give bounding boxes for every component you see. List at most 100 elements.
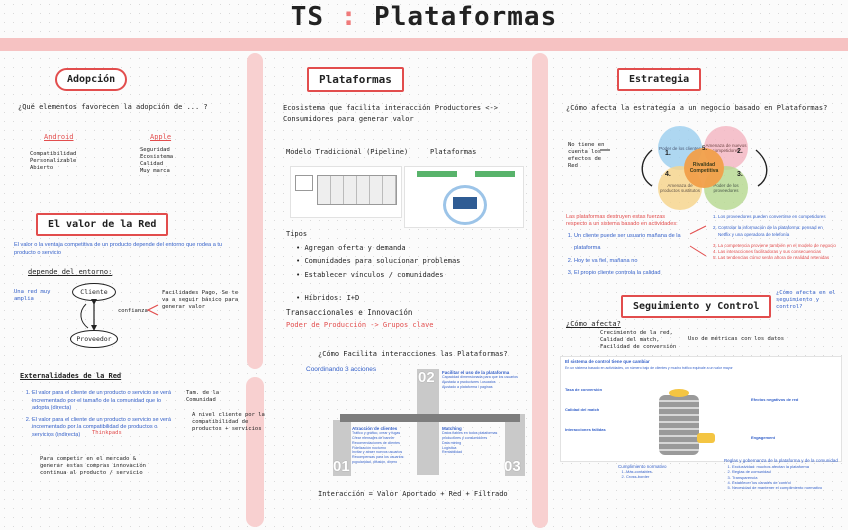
matching-block: Matching Datos fiables en todos platafor… xyxy=(442,426,504,455)
seguimiento-side-note: ¿Cómo afecta en el seguimiento y control… xyxy=(776,290,836,311)
list-item: Las tendencias cómo serán ahora de reali… xyxy=(718,255,836,261)
list-item: Invitar y atraer nuevos usuarios xyxy=(352,450,403,455)
list-item: Compatibilidad xyxy=(30,151,77,157)
list-item: Un cliente puede ser usuario mañana de l… xyxy=(574,230,686,255)
list-item: Logística xyxy=(442,445,457,450)
list-item: Muy marca xyxy=(140,168,170,175)
list-item: Reglas de comunidad xyxy=(732,469,842,474)
gobernanza-block: Reglas y gobernanza de la plataforma y d… xyxy=(724,458,842,491)
seguimiento-question: ¿Cómo afecta? xyxy=(566,320,621,328)
platform-ring xyxy=(443,185,487,225)
pillar-left xyxy=(333,420,351,476)
control-sub: En un sistema basado en actividades, un … xyxy=(565,366,733,370)
list-item: Los proveedores pueden convertirse en co… xyxy=(718,214,836,220)
list-item: Más contables xyxy=(626,469,708,474)
control-right-2: Engagement xyxy=(751,435,776,440)
list-item: Establecer los canales de control xyxy=(732,480,842,485)
heading-estrategia: Estrategia xyxy=(617,68,702,91)
gobernanza-title: Reglas y gobernanza de la plataforma y d… xyxy=(724,458,838,463)
list-item: • Agregan oferta y demanda xyxy=(296,244,406,252)
control-title: El sistema de control tiene que cambiar xyxy=(565,359,650,364)
externalidades-note2: A nivel cliente por la compatibilidad de… xyxy=(192,412,265,433)
list-item: Hoy te va fiel, mañana no xyxy=(574,255,686,267)
num-01: 01 xyxy=(333,458,350,475)
apple-block: Apple Seguridad Ecosistema Calidad Muy m… xyxy=(140,133,230,176)
platform-bar-right xyxy=(475,171,515,177)
list-item: • Establecer vínculos / comunidades xyxy=(296,270,444,279)
facilitar-block: Facilitar el uso de la plataforma Capaci… xyxy=(442,370,522,390)
apple-list: Seguridad Ecosistema Calidad Muy marca xyxy=(140,147,230,176)
plataformas-sub-label: Plataformas xyxy=(430,148,477,156)
list-item: Necesidad de mantener el cumplimiento no… xyxy=(732,485,842,490)
control-left-1: Tasa de conversión xyxy=(565,387,603,392)
list-item: • Comunidades para solucionar problemas xyxy=(296,257,461,266)
crossbar xyxy=(340,414,520,422)
pipeline-left-block xyxy=(295,175,313,191)
num-03: 03 xyxy=(504,458,521,475)
list-item: Recomendaciones de clientes xyxy=(352,440,400,445)
atraccion-block: Atracción de clientes Tráfico y gráfico,… xyxy=(352,426,418,465)
divider-bar-left-lower xyxy=(246,377,264,527)
list-item: Transparencia xyxy=(732,475,842,480)
heading-externalidades: Externalidades de la Red xyxy=(20,372,122,380)
coin-top xyxy=(669,389,689,397)
plataformas-desc: Ecosistema que facilita interacción Prod… xyxy=(283,104,498,123)
matching-list: Datos fiables en todos plataformas produ… xyxy=(442,431,504,455)
estrategia-side-note: No tiene en cuenta los efectos de Red xyxy=(568,142,605,170)
android-block: Android Compatibilidad Personalizable Ab… xyxy=(30,133,120,172)
control-left-3: Interacciones fallidas xyxy=(565,427,606,432)
list-item: Rentabilidad xyxy=(442,450,462,455)
cumplimiento-list: Más contables Cross-border xyxy=(618,469,708,480)
list-item: El propio cliente controla la calidad xyxy=(574,267,686,279)
divider-bar-left xyxy=(247,53,263,369)
seguimiento-note1: Crecimiento de la red, Calidad del match… xyxy=(600,330,677,351)
list-item: Data mining xyxy=(442,440,462,445)
platform-bar-left xyxy=(417,171,457,177)
pipeline-grid xyxy=(317,175,397,205)
depende-label: depende del entorno: xyxy=(28,268,113,276)
coordinando-label: Coordinando 3 acciones xyxy=(306,366,377,373)
list-item: Controlar la información de la plataform… xyxy=(718,225,836,238)
heading-valor-red: El valor de la Red xyxy=(36,213,169,236)
facilitar-list: Capacidad dimensionada para que los usua… xyxy=(442,375,522,390)
coin-accent xyxy=(697,433,715,443)
externalidades-bottom-note: Para competir en el mercado & generar es… xyxy=(40,456,146,477)
list-item: Datos fiables en todos plataformas produ… xyxy=(442,431,498,440)
gobernanza-list: Exclusividad: muchos afectan la platafor… xyxy=(724,464,842,491)
adopcion-question: ¿Qué elementos favorecen la adopción de … xyxy=(18,103,208,111)
list-item: El valor para el cliente de un producto … xyxy=(32,417,179,440)
externalidades-note1: Tam. de la Comunidad xyxy=(186,390,220,404)
heading-plataformas: Plataformas xyxy=(307,67,404,92)
plataformas-question: ¿Cómo Facilita interacciones las Platafo… xyxy=(318,350,508,358)
coin-stack xyxy=(659,395,699,455)
platform-core xyxy=(453,197,477,209)
list-item: Cross-border xyxy=(626,474,708,479)
heading-seguimiento: Seguimiento y Control xyxy=(621,295,772,318)
list-item: Ecosistema xyxy=(140,154,174,161)
num-02: 02 xyxy=(418,369,435,386)
side-note-red: Una red muy amplia xyxy=(14,289,51,303)
list-item: Abierto xyxy=(30,165,54,172)
estrategia-right-points: Los proveedores pueden convertirse en co… xyxy=(710,214,836,262)
valor-right-note: Facilidades Pago, Se te va a seguir bási… xyxy=(162,290,239,311)
estrategia-lead: Las plataformas destruyen estas fuerzas … xyxy=(566,214,678,228)
list-item: Crear mensajes de banner xyxy=(352,435,395,440)
estrategia-question: ¿Cómo afecta la estrategia a un negocio … xyxy=(566,104,828,112)
list-item: Ajustado a productores / usuarios xyxy=(442,379,496,384)
control-left-2: Calidad del match xyxy=(565,407,600,412)
tipos-hibridos: • Híbridos: I+D xyxy=(296,294,360,302)
modelo-tradicional-label: Modelo Tradicional (Pipeline) xyxy=(286,148,409,156)
list-item: Fidelización nocturno xyxy=(352,445,386,450)
list-item: La competencia proviene también en el mo… xyxy=(718,243,836,249)
list-item: Calidad xyxy=(140,161,164,168)
title-main: TS xyxy=(290,2,325,32)
divider-bar-right xyxy=(532,53,548,528)
tipos-label: Tipos xyxy=(286,230,308,238)
estrategia-points: Un cliente puede ser usuario mañana de l… xyxy=(566,230,686,279)
heading-adopcion: Adopción xyxy=(55,68,128,91)
venn-n5: 5. xyxy=(702,146,708,152)
list-item: Exclusividad: muchos afectan la platafor… xyxy=(732,464,842,469)
android-list: Compatibilidad Personalizable Abierto xyxy=(30,151,120,172)
